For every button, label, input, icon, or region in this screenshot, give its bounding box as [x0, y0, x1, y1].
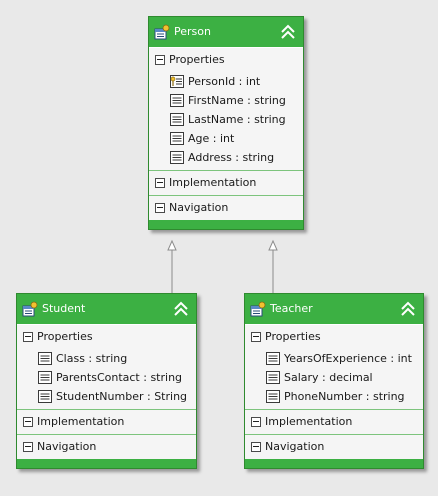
property-icon	[38, 390, 52, 403]
property-item[interactable]: Salary : decimal	[245, 368, 423, 387]
property-text: ParentsContact : string	[56, 371, 183, 384]
property-item[interactable]: PersonId : int	[149, 72, 303, 91]
property-item[interactable]: YearsOfExperience : int	[245, 349, 423, 368]
student-inheritance-arrowhead	[167, 239, 177, 251]
entity-footer	[149, 220, 303, 229]
property-text: StudentNumber : String	[56, 390, 188, 403]
property-item[interactable]: ParentsContact : string	[17, 368, 196, 387]
entity-person[interactable]: Person Properties PersonId : int	[148, 16, 304, 230]
section-label: Navigation	[37, 440, 97, 453]
section-label: Implementation	[37, 415, 125, 428]
section-navigation-header[interactable]: Navigation	[245, 434, 423, 459]
property-text: PhoneNumber : string	[284, 390, 405, 403]
entity-header[interactable]: Student	[17, 294, 196, 324]
section-properties-header[interactable]: Properties	[17, 324, 196, 349]
entity-icon	[154, 24, 170, 40]
property-list: PersonId : int FirstName : string LastNa…	[149, 72, 303, 170]
entity-name: Teacher	[270, 302, 313, 315]
entity-footer	[245, 459, 423, 468]
property-text: YearsOfExperience : int	[284, 352, 412, 365]
property-item[interactable]: PhoneNumber : string	[245, 387, 423, 406]
collapse-chevron-up-icon[interactable]	[399, 300, 417, 318]
collapse-chevron-up-icon[interactable]	[279, 23, 297, 41]
property-icon	[38, 371, 52, 384]
collapse-minus-icon[interactable]	[251, 332, 261, 342]
property-item[interactable]: StudentNumber : String	[17, 387, 196, 406]
property-icon	[170, 94, 184, 107]
teacher-inheritance-arrowhead	[268, 239, 278, 251]
section-implementation-header[interactable]: Implementation	[149, 170, 303, 195]
property-text: Salary : decimal	[284, 371, 373, 384]
collapse-chevron-up-icon[interactable]	[172, 300, 190, 318]
entity-name: Student	[42, 302, 86, 315]
collapse-minus-icon[interactable]	[155, 203, 165, 213]
property-list: Class : string ParentsContact : string S…	[17, 349, 196, 409]
section-label: Implementation	[265, 415, 353, 428]
section-navigation-header[interactable]: Navigation	[149, 195, 303, 220]
section-properties-header[interactable]: Properties	[149, 47, 303, 72]
property-item[interactable]: Class : string	[17, 349, 196, 368]
property-item[interactable]: Address : string	[149, 148, 303, 167]
collapse-minus-icon[interactable]	[23, 442, 33, 452]
property-icon	[266, 371, 280, 384]
section-navigation-header[interactable]: Navigation	[17, 434, 196, 459]
key-property-icon	[170, 75, 184, 88]
section-label: Properties	[37, 330, 93, 343]
entity-header[interactable]: Person	[149, 17, 303, 47]
section-properties-header[interactable]: Properties	[245, 324, 423, 349]
property-text: FirstName : string	[188, 94, 286, 107]
property-text: PersonId : int	[188, 75, 261, 88]
property-text: Age : int	[188, 132, 235, 145]
entity-footer	[17, 459, 196, 468]
property-list: YearsOfExperience : int Salary : decimal…	[245, 349, 423, 409]
property-text: Address : string	[188, 151, 275, 164]
section-label: Navigation	[265, 440, 325, 453]
property-text: Class : string	[56, 352, 128, 365]
property-icon	[266, 390, 280, 403]
property-icon	[38, 352, 52, 365]
property-item[interactable]: FirstName : string	[149, 91, 303, 110]
property-item[interactable]: LastName : string	[149, 110, 303, 129]
entity-header[interactable]: Teacher	[245, 294, 423, 324]
section-label: Properties	[265, 330, 321, 343]
collapse-minus-icon[interactable]	[251, 442, 261, 452]
section-implementation-header[interactable]: Implementation	[245, 409, 423, 434]
section-label: Implementation	[169, 176, 257, 189]
collapse-minus-icon[interactable]	[155, 178, 165, 188]
property-icon	[170, 151, 184, 164]
section-implementation-header[interactable]: Implementation	[17, 409, 196, 434]
section-label: Navigation	[169, 201, 229, 214]
entity-name: Person	[174, 25, 211, 38]
property-icon	[170, 113, 184, 126]
property-text: LastName : string	[188, 113, 286, 126]
section-label: Properties	[169, 53, 225, 66]
entity-icon	[250, 301, 266, 317]
entity-student[interactable]: Student Properties Class : string	[16, 293, 197, 469]
collapse-minus-icon[interactable]	[23, 417, 33, 427]
collapse-minus-icon[interactable]	[155, 55, 165, 65]
property-icon	[170, 132, 184, 145]
collapse-minus-icon[interactable]	[23, 332, 33, 342]
collapse-minus-icon[interactable]	[251, 417, 261, 427]
property-item[interactable]: Age : int	[149, 129, 303, 148]
entity-icon	[22, 301, 38, 317]
property-icon	[266, 352, 280, 365]
entity-teacher[interactable]: Teacher Properties YearsOfExperience : i…	[244, 293, 424, 469]
